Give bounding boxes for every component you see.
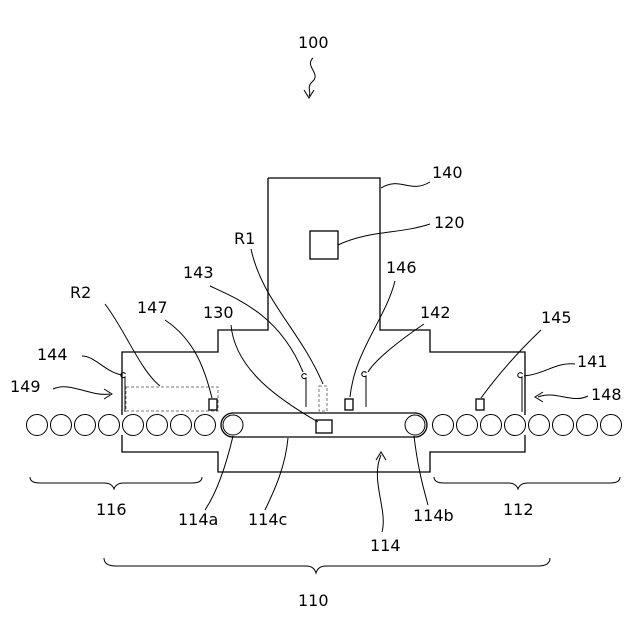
label-r2: R2 — [70, 283, 91, 302]
label-144: 144 — [37, 345, 68, 364]
gate-142 — [362, 372, 367, 407]
gate-143 — [302, 374, 307, 407]
brace-116 — [30, 477, 202, 489]
label-130: 130 — [203, 303, 234, 322]
leader-147 — [165, 320, 212, 398]
sensor-146 — [345, 399, 353, 410]
leader-114b — [414, 436, 428, 505]
label-114a: 114a — [178, 510, 218, 529]
label-142: 142 — [420, 303, 451, 322]
sensor-145 — [476, 399, 484, 410]
roller-114a — [223, 415, 243, 435]
leader-r1 — [251, 249, 323, 384]
leader-142 — [368, 324, 424, 372]
region-r1 — [319, 386, 327, 411]
label-100: 100 — [298, 33, 329, 52]
label-148: 148 — [591, 385, 622, 404]
label-r1: R1 — [234, 229, 255, 248]
machine-housing-outline — [122, 178, 525, 415]
label-141: 141 — [577, 352, 608, 371]
label-149: 149 — [10, 377, 41, 396]
sensor-147 — [209, 399, 217, 410]
leader-143 — [210, 286, 303, 372]
gate-141 — [518, 373, 523, 412]
unit-120-box — [310, 231, 338, 259]
leader-114 — [377, 455, 383, 532]
leader-145 — [481, 330, 541, 398]
leader-120 — [338, 224, 430, 245]
label-120: 120 — [434, 213, 465, 232]
arrowhead-100 — [304, 90, 314, 98]
lower-housing-outline — [122, 435, 525, 472]
label-146: 146 — [386, 258, 417, 277]
label-140: 140 — [432, 163, 463, 182]
label-145: 145 — [541, 308, 572, 327]
leader-146 — [350, 281, 395, 397]
label-114: 114 — [370, 536, 401, 555]
roller-114b — [405, 415, 425, 435]
label-112: 112 — [503, 500, 534, 519]
label-143: 143 — [183, 263, 214, 282]
leader-140 — [381, 182, 430, 188]
label-114c: 114c — [248, 510, 287, 529]
brace-110 — [104, 558, 550, 573]
leader-114a — [205, 436, 233, 510]
label-147: 147 — [137, 298, 168, 317]
roller-conveyor-112 — [433, 415, 622, 436]
object-130 — [316, 420, 332, 433]
leader-141 — [524, 364, 575, 376]
leader-144 — [82, 356, 122, 375]
label-110: 110 — [298, 591, 329, 610]
label-114b: 114b — [413, 506, 454, 525]
leader-114c — [265, 438, 288, 510]
arrow-148 — [538, 395, 588, 399]
roller-conveyor-116 — [27, 415, 216, 436]
region-r2 — [126, 387, 218, 411]
brace-112 — [434, 477, 620, 489]
label-116: 116 — [96, 500, 127, 519]
arrow-149 — [53, 387, 110, 395]
